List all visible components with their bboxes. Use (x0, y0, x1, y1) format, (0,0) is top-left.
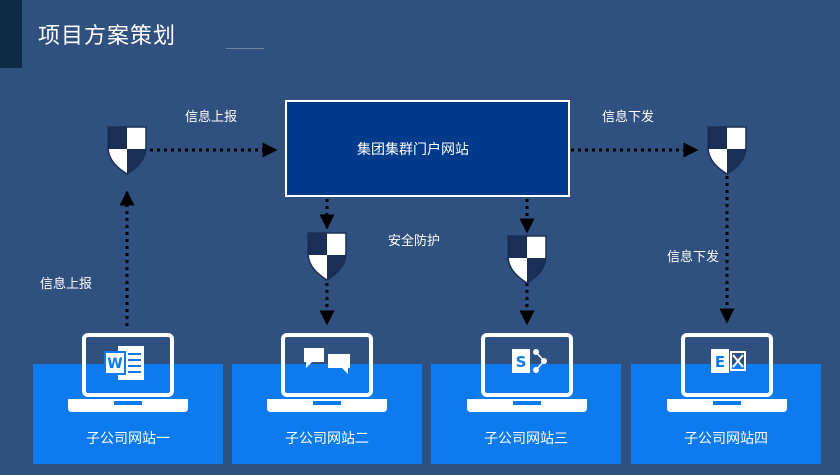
word-icon: W (104, 346, 144, 380)
distribute-label-top: 信息下发 (602, 110, 655, 125)
subsite-label-1: 子公司网站一 (86, 431, 170, 447)
distribute-label-right: 信息下发 (667, 250, 720, 265)
subsite-label-3: 子公司网站三 (484, 431, 568, 447)
laptop-icon-4 (665, 333, 789, 414)
svg-text:S: S (516, 353, 527, 371)
exchange-icon: E (711, 349, 746, 373)
shield-icon-distribute (707, 126, 747, 175)
shield-icon-security-left (307, 232, 347, 281)
page-title: 项目方案策划 (38, 24, 177, 49)
subsite-panel-3: 子公司网站三 (431, 364, 621, 464)
subsite-panel-4: 子公司网站四 (631, 364, 821, 464)
subsite-panel-1: 子公司网站一 (33, 364, 223, 464)
subsite-panel-2: 子公司网站二 (232, 364, 422, 464)
report-label-left: 信息上报 (40, 277, 93, 292)
svg-text:W: W (107, 356, 122, 372)
svg-text:E: E (715, 353, 725, 371)
shield-icon-report (107, 126, 147, 175)
sharepoint-icon: S (512, 349, 547, 373)
laptop-icon-2 (265, 333, 389, 414)
report-label-top: 信息上报 (185, 110, 238, 125)
shield-icon-security-right (507, 235, 547, 284)
laptop-icon-3 (465, 333, 589, 414)
chat-bubbles-icon (304, 348, 350, 374)
title-underline (226, 48, 264, 49)
title-accent-bar (0, 0, 22, 68)
group-portal-label: 集团集群门户网站 (357, 142, 469, 158)
group-portal-box (285, 100, 570, 197)
subsite-label-2: 子公司网站二 (285, 431, 369, 447)
subsite-label-4: 子公司网站四 (684, 431, 768, 447)
security-label: 安全防护 (388, 234, 441, 249)
